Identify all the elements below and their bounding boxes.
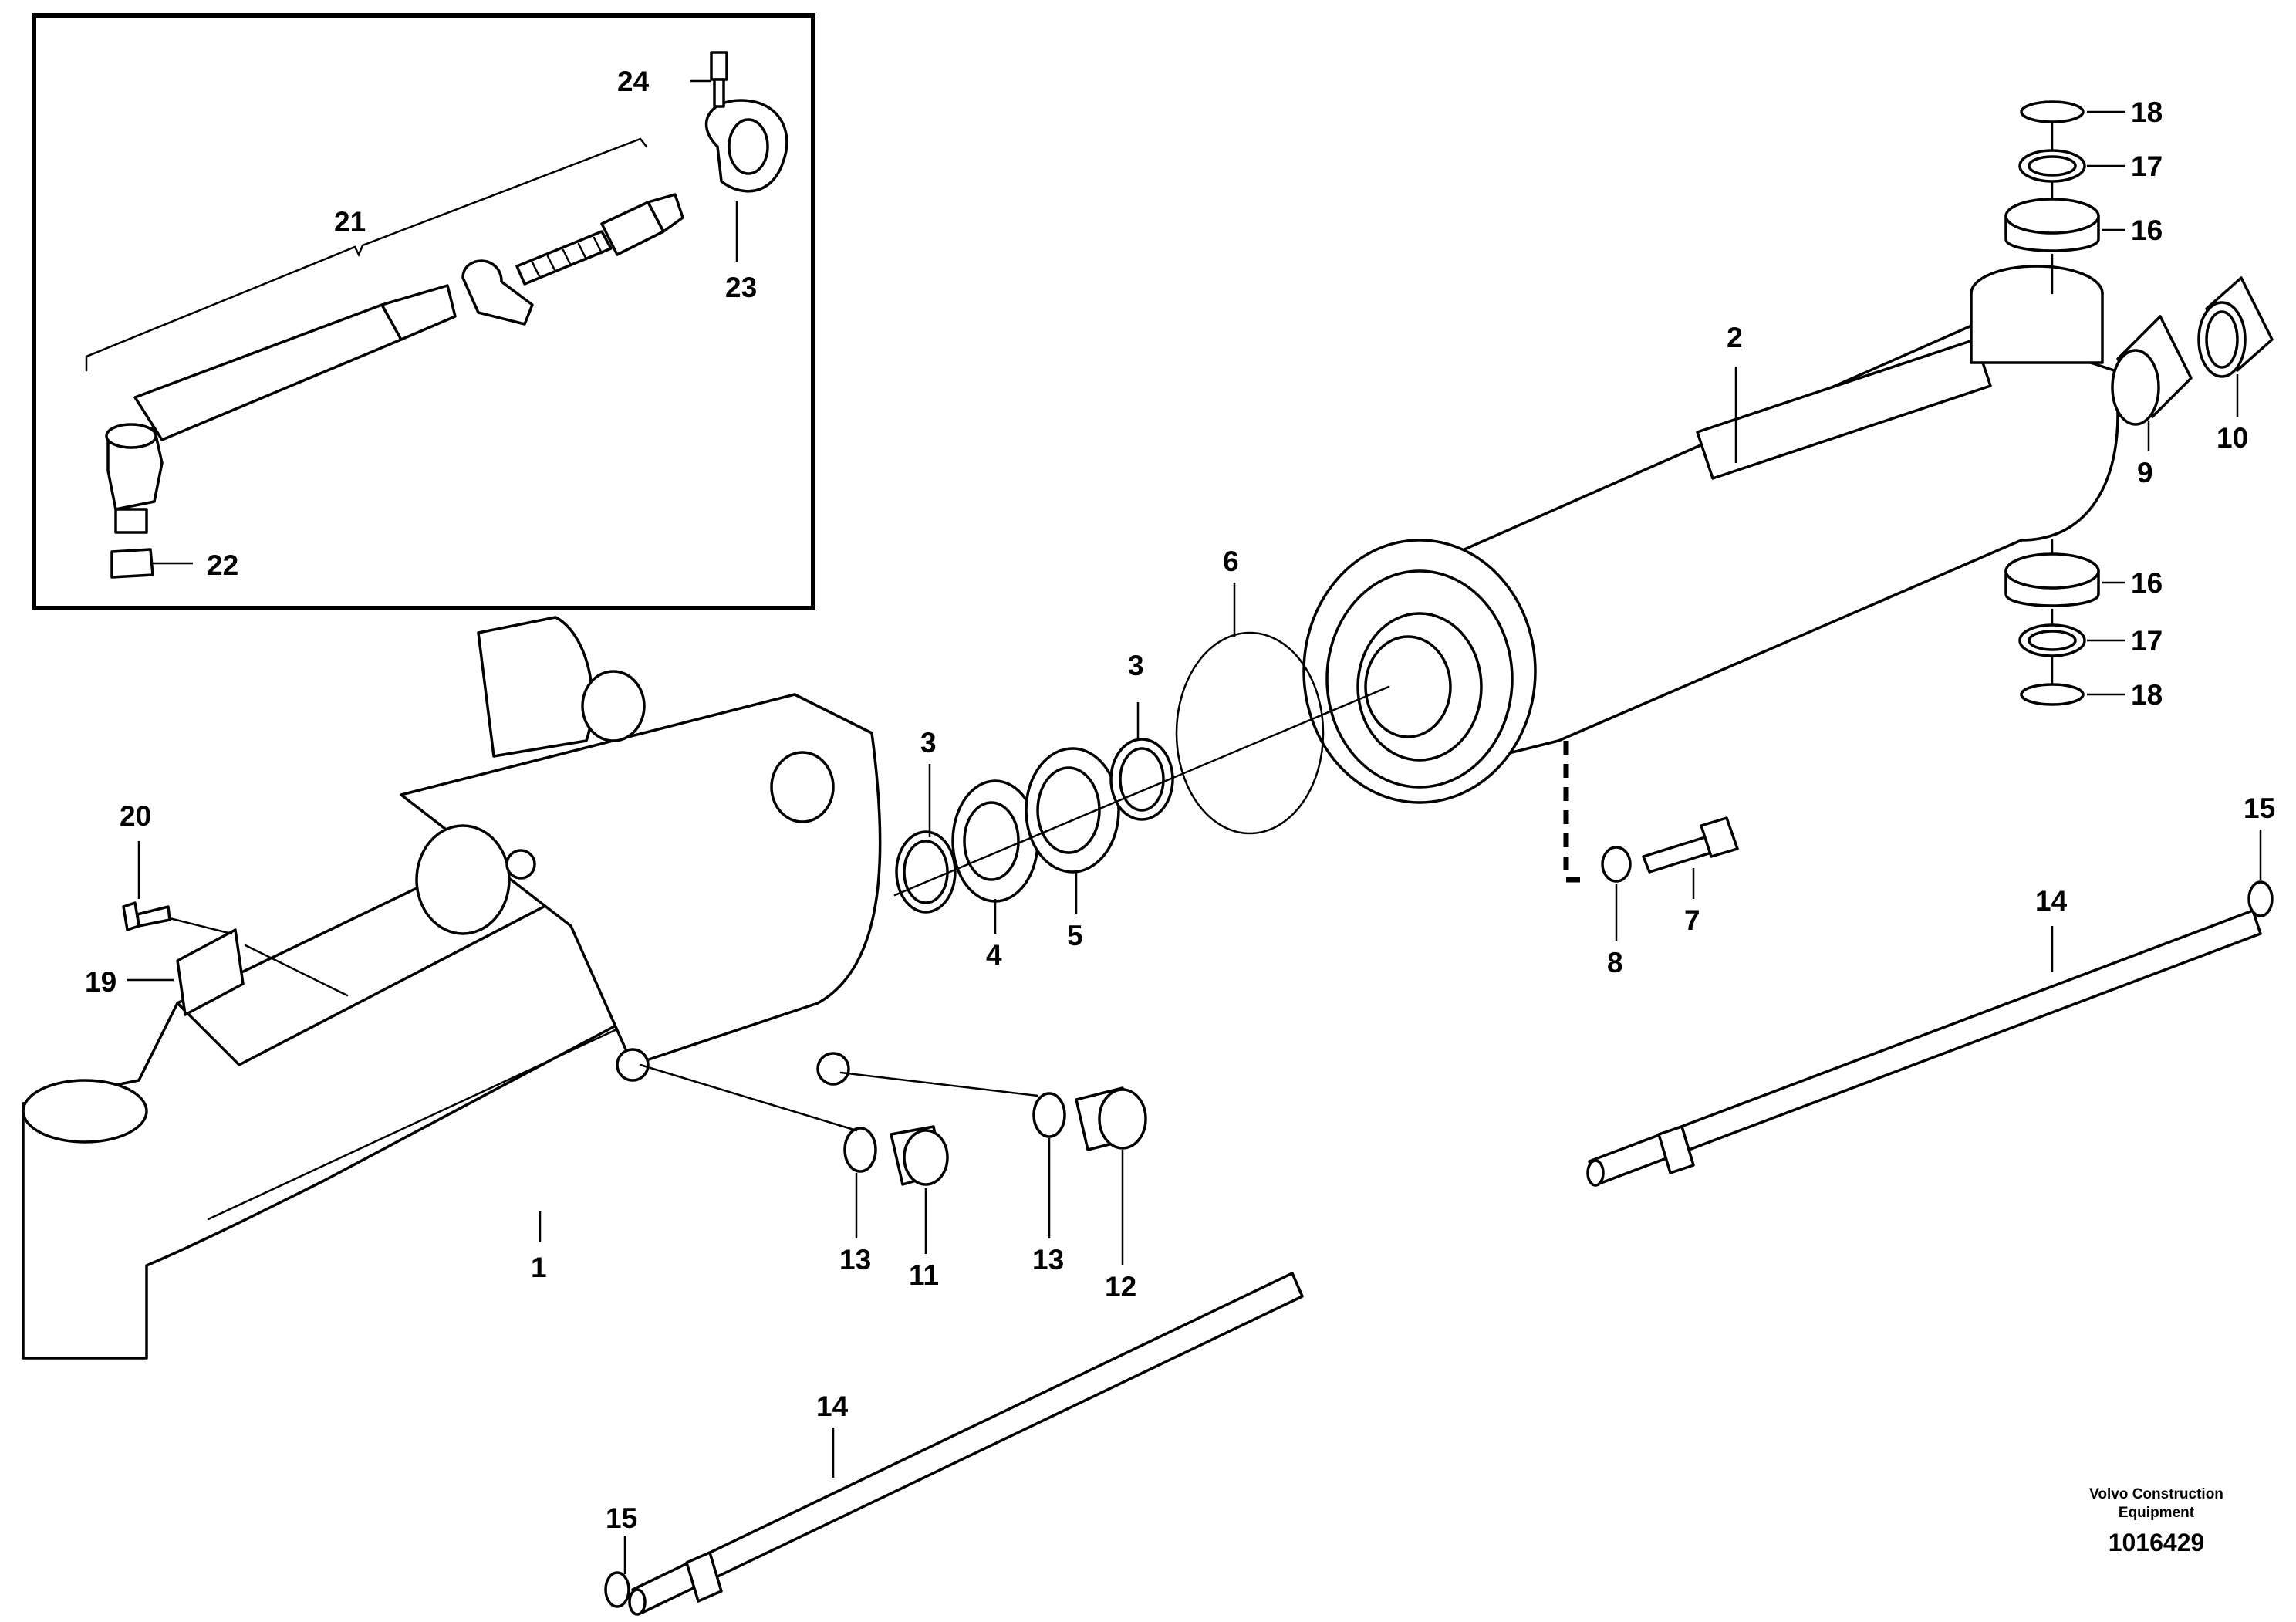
leader-lines: [127, 79, 2262, 1574]
callout-12: 12: [1105, 1271, 1136, 1303]
callout-8: 8: [1607, 947, 1623, 978]
o-ring-13-left: [843, 1127, 877, 1173]
drive-shaft-14-right: [1588, 909, 2262, 1186]
callout-3-left: 3: [920, 727, 937, 759]
callout-7: 7: [1684, 904, 1700, 936]
o-ring-13-right: [1032, 1092, 1066, 1138]
fasteners-7-8: [1563, 741, 1739, 883]
cover-plate-19: [176, 928, 245, 1016]
bolt-24: [710, 51, 728, 81]
callout-23: 23: [725, 272, 757, 303]
callout-13-left: 13: [839, 1244, 871, 1276]
brand-line-1: Volvo Construction: [2089, 1486, 2223, 1502]
callout-13-right: 13: [1032, 1244, 1064, 1276]
callout-5: 5: [1067, 920, 1083, 951]
callout-18-top: 18: [2131, 96, 2163, 128]
callout-4: 4: [986, 939, 1002, 971]
callout-15-left: 15: [606, 1502, 637, 1534]
callout-20: 20: [120, 800, 151, 832]
threaded-rod: [515, 230, 613, 286]
axle-housing-2: [1302, 265, 2119, 804]
callout-2: 2: [1727, 322, 1743, 353]
tie-rod-inset: [32, 13, 815, 610]
callout-17-bottom: 17: [2131, 625, 2163, 657]
callouts: 24 21 23 22 20 19 1 2 3 3 4 5 6 7 8 9 10…: [85, 66, 2275, 1534]
plate-19: [122, 901, 349, 1016]
footer: Volvo Construction Equipment 1016429: [2089, 1486, 2223, 1556]
callout-18-bottom: 18: [2131, 679, 2163, 711]
bearing-stack: [893, 631, 1390, 914]
kingpin-parts: [2004, 100, 2274, 706]
axle-housing-1: [22, 616, 882, 1360]
callout-21: 21: [334, 206, 366, 238]
disc-18-bottom: [2020, 683, 2085, 706]
bolt-7: [1642, 836, 1713, 874]
callout-6: 6: [1223, 546, 1239, 577]
callout-15-right: 15: [2244, 792, 2275, 824]
drive-shaft-14-left: [631, 1272, 1304, 1614]
callout-9: 9: [2137, 457, 2153, 488]
disc-18-top: [2020, 100, 2085, 123]
callout-10: 10: [2217, 422, 2248, 454]
o-ring-6: [1175, 631, 1325, 835]
callout-19: 19: [85, 966, 116, 998]
callout-14-right: 14: [2035, 885, 2068, 917]
callout-11: 11: [909, 1259, 939, 1291]
callout-24: 24: [617, 66, 650, 97]
bracket-21: [85, 137, 648, 372]
callout-16-bottom: 16: [2131, 567, 2163, 599]
document-number: 1016429: [2109, 1529, 2205, 1556]
callout-3-right: 3: [1128, 650, 1144, 681]
circlip-15-right: [2247, 880, 2274, 917]
callout-14-left: 14: [816, 1391, 849, 1422]
ball-joint-22: [106, 427, 164, 511]
brand-line-2: Equipment: [2119, 1505, 2195, 1521]
callout-16-top: 16: [2131, 215, 2163, 246]
circlip-15-left: [604, 1571, 630, 1608]
callout-22: 22: [207, 549, 238, 581]
drive-shafts: [604, 880, 2274, 1616]
plugs: [639, 1063, 1147, 1186]
clamp: [461, 259, 534, 326]
callout-1: 1: [531, 1252, 547, 1283]
callout-17-top: 17: [2131, 150, 2163, 182]
washer-8: [1601, 846, 1632, 883]
